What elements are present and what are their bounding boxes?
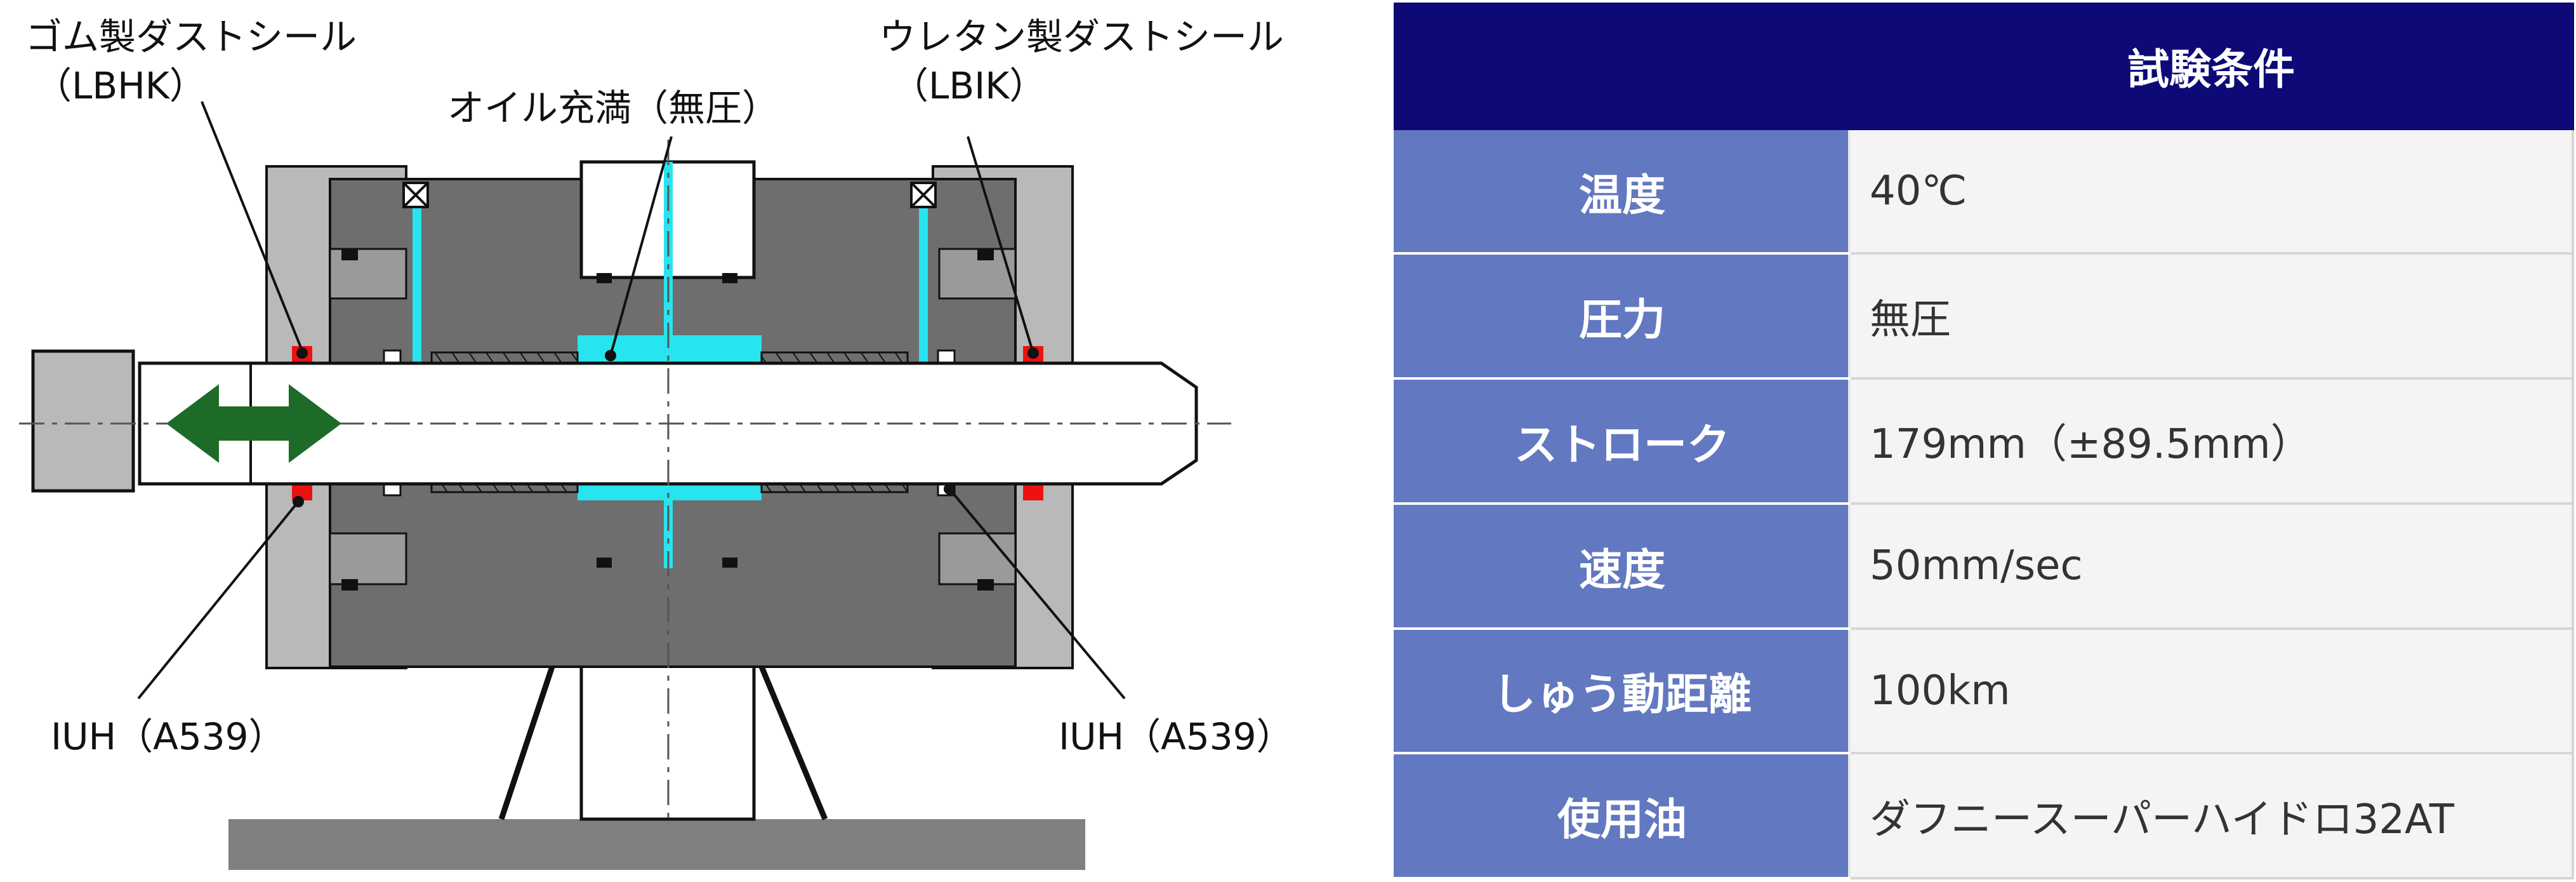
table-row: 速度 50mm/sec	[1394, 502, 2574, 630]
valve-left-cross	[402, 182, 429, 208]
row-value-temperature: 40℃	[1848, 127, 2574, 255]
table-row: 温度 40℃	[1394, 127, 2574, 255]
base-plate	[228, 819, 1085, 870]
oring-4	[977, 579, 994, 591]
oil-channel-right	[919, 203, 928, 365]
leader-iuh-left	[137, 500, 300, 700]
row-value-sliding-distance: 100km	[1848, 627, 2574, 755]
oring-7	[597, 558, 612, 568]
valve-right-cross	[910, 182, 937, 208]
label-rubber-dust-seal: ゴム製ダストシール	[25, 15, 357, 58]
oring-3	[341, 579, 358, 591]
label-urethane-dust-seal-code: （LBIK）	[892, 64, 1046, 107]
label-iuh-left: IUH（A539）	[51, 715, 286, 758]
table-row: 使用油 ダフニースーパーハイドロ32AT	[1394, 752, 2574, 879]
oil-channel-left	[413, 203, 421, 365]
test-apparatus-diagram: ゴム製ダストシール （LBHK） オイル充満（無圧） ウレタン製ダストシール （…	[19, 15, 1293, 870]
leader-rubber-seal	[201, 101, 303, 351]
row-value-pressure: 無圧	[1848, 252, 2574, 380]
label-iuh-right: IUH（A539）	[1059, 715, 1293, 758]
label-urethane-dust-seal: ウレタン製ダストシール	[879, 15, 1284, 58]
seal-marker-2	[937, 349, 956, 364]
actuator-block	[31, 349, 135, 493]
header-test-conditions: 試験条件	[1848, 3, 2574, 130]
oring-6	[722, 273, 737, 283]
oring-8	[722, 558, 737, 568]
table-row: 圧力 無圧	[1394, 252, 2574, 380]
seal-marker-1	[383, 349, 402, 364]
row-label-pressure: 圧力	[1394, 252, 1851, 380]
oring-2	[977, 249, 994, 260]
leader-dot-rubber-seal	[296, 347, 308, 359]
oring-5	[597, 273, 612, 283]
leader-dot-urethane-seal	[1027, 347, 1039, 359]
leader-dot-iuh-right	[944, 483, 955, 495]
left-bushing-lower	[329, 532, 407, 585]
row-label-stroke: ストローク	[1394, 377, 1851, 505]
row-label-oil: 使用油	[1394, 752, 1851, 879]
table-row: しゅう動距離 100km	[1394, 627, 2574, 755]
leader-dot-oil	[605, 350, 616, 361]
test-conditions-table: 試験条件 温度 40℃ 圧力 無圧 ストローク 179mm（±89.5mm） 速…	[1394, 3, 2574, 879]
stand-leg-left	[498, 665, 555, 820]
left-bushing-upper	[329, 248, 407, 300]
right-bushing-lower	[938, 532, 1017, 585]
row-label-temperature: 温度	[1394, 127, 1851, 255]
table-header-row: 試験条件	[1394, 3, 2574, 130]
table-row: ストローク 179mm（±89.5mm）	[1394, 377, 2574, 505]
oil-chamber-upper	[578, 335, 762, 366]
row-label-sliding-distance: しゅう動距離	[1394, 627, 1851, 755]
label-rubber-dust-seal-code: （LBHK）	[35, 64, 206, 107]
stand-leg-right	[758, 665, 828, 820]
double-arrow-icon	[166, 384, 341, 463]
row-value-stroke: 179mm（±89.5mm）	[1848, 377, 2574, 505]
leader-dot-iuh-left	[293, 496, 304, 507]
leader-urethane-seal	[967, 136, 1034, 354]
header-empty-cell	[1394, 3, 1851, 130]
label-oil-filled: オイル充満（無圧）	[447, 86, 779, 130]
leader-oil	[609, 136, 673, 356]
row-value-oil: ダフニースーパーハイドロ32AT	[1848, 752, 2574, 879]
row-label-speed: 速度	[1394, 502, 1851, 630]
oring-1	[341, 249, 358, 260]
leader-iuh-right	[948, 488, 1126, 700]
row-value-speed: 50mm/sec	[1848, 502, 2574, 630]
